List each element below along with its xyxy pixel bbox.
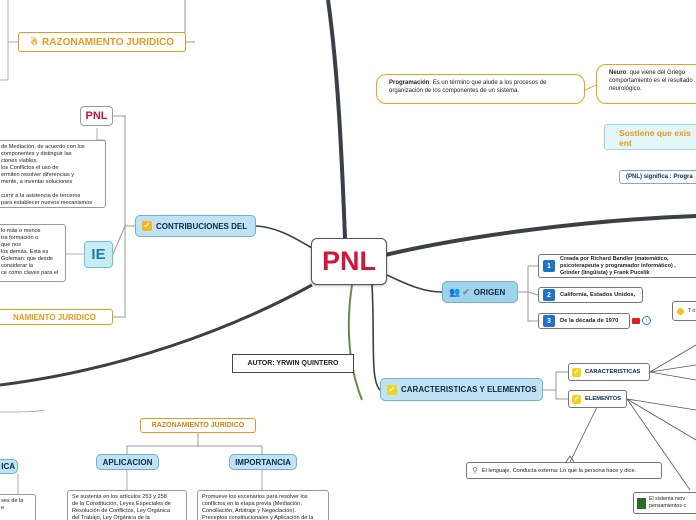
caracteristicas-box[interactable]: ✓ CARACTERISTICAS	[568, 363, 650, 381]
rj-mid-box[interactable]: NAMIENTO JURIDICO	[0, 309, 113, 325]
origen-item-1-label: Creada por Richard Bandler (matemático, …	[560, 255, 676, 276]
checkbox-icon: ✓	[142, 221, 152, 231]
contribuciones-label: CONTRIBUCIONES DEL	[156, 221, 248, 231]
lenguaje-box[interactable]: ⚲ El lenguaje. Conducta externa: Lo que …	[466, 462, 662, 479]
importancia-label: IMPORTANCIA	[235, 457, 291, 467]
ie-small-label[interactable]: IE	[84, 241, 113, 268]
origen-label: ORIGEN	[473, 287, 506, 297]
rj-top-label: RAZONAMIENTO JURIDICO	[42, 36, 175, 48]
book-icon	[637, 497, 646, 509]
number-badge: 2	[543, 289, 555, 301]
central-label: PNL	[322, 246, 376, 276]
neuro-text: : que viene del Griego comportamiento es…	[609, 70, 693, 92]
sistema-nervioso-box[interactable]: El sistema nerv pensamientos c	[633, 492, 696, 514]
lenguaje-label: El lenguaje. Conducta externa: Lo que la…	[481, 467, 637, 474]
left-bottom-topic-label: ICA	[1, 462, 15, 471]
author-box[interactable]: AUTOR: YRWIN QUINTERO	[232, 354, 354, 373]
contribuciones-topic[interactable]: ✓ CONTRIBUCIONES DEL	[135, 215, 256, 237]
caracteristicas-elementos-label: CARACTERISTICAS Y ELEMENTOS	[401, 385, 537, 394]
left-bottom-topic[interactable]: ICA	[0, 459, 18, 474]
bulb-icon	[677, 307, 684, 315]
author-label: AUTOR: YRWIN QUINTERO	[247, 360, 339, 367]
programacion-title: Programación	[389, 80, 430, 86]
pnl-small-label[interactable]: PNL	[80, 106, 113, 126]
pnl-small-text: PNL	[85, 110, 108, 122]
pnl-description-box: de Mediación, de acuerdo con los compone…	[0, 140, 106, 208]
rj-mid-label: NAMIENTO JURIDICO	[13, 312, 96, 322]
elementos-label: ELEMENTOS	[585, 396, 621, 402]
significa-label: (PNL) significa : Progra	[626, 174, 693, 180]
programacion-box[interactable]: Programación: Es un término que alude a …	[376, 74, 585, 104]
significa-box[interactable]: (PNL) significa : Progra	[619, 170, 696, 184]
origen-item-2-label: California, Estados Unidos,	[560, 292, 636, 298]
number-badge: 1	[543, 260, 555, 272]
t-note-box[interactable]: T o	[672, 301, 696, 321]
ie-small-text: IE	[91, 246, 106, 263]
check-icon: ✔	[462, 286, 470, 297]
magnifier-icon: ⚲	[472, 466, 478, 475]
sostiene-label: Sostiene que exis ent	[619, 128, 691, 148]
origen-item-3-label: De la década de 1970	[560, 318, 619, 324]
neuro-title: Neuro	[609, 70, 627, 76]
checkbox-icon: ✓	[572, 367, 581, 377]
aplicacion-label: APLICACION	[102, 457, 153, 467]
central-topic-pnl[interactable]: PNL	[311, 238, 387, 285]
left-bottom-text-box: ses de la e	[0, 494, 36, 520]
aplicacion-topic[interactable]: APLICACION	[96, 454, 159, 470]
lightbulb-icon: ☃	[29, 36, 39, 47]
t-note-label: T o	[688, 308, 696, 314]
rj-bottom-box[interactable]: RAZONAMIENTO JURIDICO	[140, 418, 256, 433]
aplicacion-text-box: Se sustenta en los artículos 253 y 258 d…	[67, 490, 187, 520]
caracteristicas-label: CARACTERISTICAS	[585, 369, 641, 375]
sistema-nervioso-label: El sistema nerv pensamientos c	[649, 496, 687, 509]
checkbox-icon: ✓	[387, 384, 397, 395]
elementos-box[interactable]: ✓ ELEMENTOS	[568, 390, 627, 408]
youtube-icon[interactable]	[632, 318, 640, 324]
importancia-topic[interactable]: IMPORTANCIA	[229, 454, 297, 470]
importancia-text-box: Promueve los escenarios para resolver lo…	[197, 490, 329, 520]
origen-item-3[interactable]: 3 De la década de 1970	[538, 313, 630, 329]
info-icon[interactable]: i	[642, 316, 651, 325]
people-icon: 👥	[449, 286, 461, 297]
rj-top-box[interactable]: ☃ RAZONAMIENTO JURIDICO	[18, 32, 186, 52]
checkbox-icon: ✓	[572, 394, 581, 404]
number-badge: 3	[543, 315, 555, 327]
origen-item-1[interactable]: 1 Creada por Richard Bandler (matemático…	[538, 254, 696, 278]
caracteristicas-elementos-topic[interactable]: ✓ CARACTERISTICAS Y ELEMENTOS	[380, 378, 543, 401]
origen-item-2[interactable]: 2 California, Estados Unidos,	[538, 287, 643, 303]
ie-description-box: lo más o menos tra formación o que nos l…	[0, 224, 66, 282]
neuro-box[interactable]: Neuro: que viene del Griego comportamien…	[596, 64, 696, 104]
sostiene-box[interactable]: Sostiene que exis ent	[604, 124, 696, 150]
programacion-text: : Es un término que alude a los procesos…	[389, 80, 547, 94]
rj-bottom-label: RAZONAMIENTO JURIDICO	[151, 422, 245, 429]
origen-topic[interactable]: 👥 ✔ ORIGEN	[442, 281, 518, 303]
